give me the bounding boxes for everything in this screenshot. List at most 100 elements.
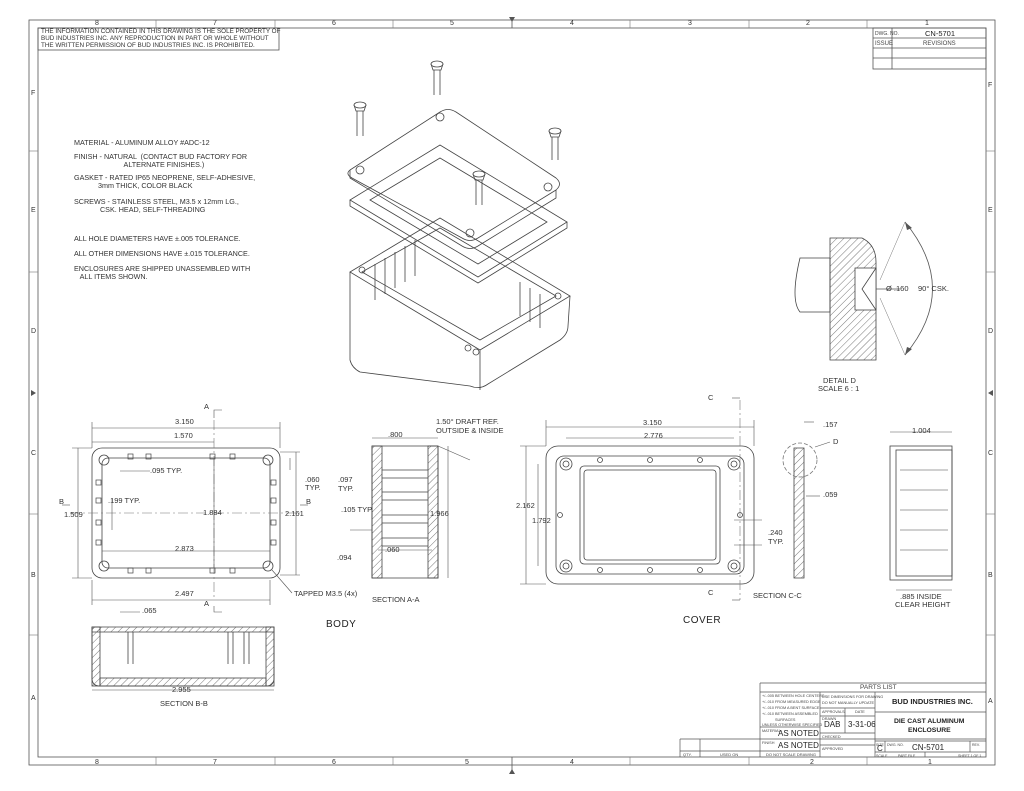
- side-dim-885: .885 INSIDE: [900, 592, 942, 601]
- side-dim-1004: 1.004: [912, 426, 931, 435]
- tb-rev-label: REV.: [972, 743, 980, 747]
- zone-label-bottom-8: 8: [95, 759, 99, 766]
- tb-material: AS NOTED: [778, 729, 819, 738]
- aa-dim-060: .060: [385, 545, 400, 554]
- tb-date-label: DATE: [855, 710, 865, 714]
- tb-use-dims-1: USE DIMENSIONS FOR DRAWING: [822, 695, 884, 699]
- aa-dim-105: .105 TYP.: [341, 505, 374, 514]
- note-hole-tolerance: ALL HOLE DIAMETERS HAVE ±.005 TOLERANCE.: [74, 234, 241, 243]
- title-block-lines: [679, 682, 986, 757]
- cover-dimension-lines: [520, 397, 762, 601]
- body-dim-095: .095 TYP.: [150, 466, 183, 475]
- aa-dim-097-typ: TYP.: [338, 484, 354, 493]
- body-dimension-lines: [62, 409, 308, 613]
- tb-qty: QTY.: [683, 752, 692, 757]
- zone-label-bottom-2: 2: [810, 759, 814, 766]
- tb-unless: UNLESS OTHERWISE SPECIFIED: [762, 723, 823, 727]
- note-finish: FINISH - NATURAL (CONTACT BUD FACTORY FO…: [74, 152, 248, 169]
- body-dim-2873: 2.873: [175, 544, 194, 553]
- tb-checked: CHECKED: [822, 735, 841, 739]
- body-dim-199: .199 TYP.: [108, 496, 141, 505]
- zone-label-top-3: 3: [688, 20, 692, 27]
- tb-part-file-label: PART FILE: [898, 754, 916, 758]
- zone-label-right-a: A: [988, 698, 993, 705]
- zone-label-top-4: 4: [570, 20, 574, 27]
- detail-csk: 90° CSK.: [918, 284, 949, 293]
- tb-drawn-label: DRAWN: [822, 717, 837, 721]
- zone-label-top-7: 7: [213, 20, 217, 27]
- body-top-view: [70, 420, 300, 600]
- aa-dim-097: .097: [338, 475, 353, 484]
- tb-size: C: [877, 744, 883, 753]
- note-material: MATERIAL - ALUMINUM ALLOY #ADC-12: [74, 138, 210, 147]
- tb-title-2: ENCLOSURE: [908, 727, 951, 734]
- detail-scale: SCALE 6 : 1: [818, 384, 860, 393]
- zone-label-left-b: B: [31, 572, 36, 579]
- tb-use-dims-2: DO NOT MANUALLY UPDATE: [822, 701, 875, 705]
- aa-label: SECTION A-A: [372, 595, 420, 604]
- zone-label-right-b: B: [988, 572, 993, 579]
- aa-dim-1966: 1.966: [430, 509, 449, 518]
- body-dim-1509: 1.509: [64, 510, 83, 519]
- center-marks: [31, 17, 993, 774]
- tb-used-on: USED ON: [720, 752, 739, 757]
- tb-tol-1: +/-.005 BETWEEN HOLE CENTERS: [762, 694, 825, 698]
- note-screws: SCREWS - STAINLESS STEEL, M3.5 x 12mm LG…: [74, 197, 239, 214]
- tb-finish-label: FINISH: [762, 741, 775, 745]
- section-cc-view: [782, 421, 831, 579]
- cover-dim-2162: 2.162: [516, 501, 535, 510]
- tb-drawn-by: DAB: [824, 720, 841, 729]
- zone-label-top-6: 6: [332, 20, 336, 27]
- zone-label-bottom-4: 4: [570, 759, 574, 766]
- cover-dim-1792: 1.792: [532, 516, 551, 525]
- aa-dim-800: .800: [388, 430, 403, 439]
- detail-title: DETAIL D: [823, 376, 856, 385]
- zone-label-top-1: 1: [925, 20, 929, 27]
- cover-dim-240-typ: TYP.: [768, 537, 784, 546]
- cc-detail-d: D: [833, 437, 839, 446]
- rev-revisions-label: REVISIONS: [923, 41, 956, 47]
- revision-block-lines: [872, 27, 987, 70]
- zone-label-left-d: D: [31, 328, 37, 335]
- zone-label-right-c: C: [988, 450, 994, 457]
- body-dim-1570: 1.570: [174, 431, 193, 440]
- body-dim-2161: 2.161: [285, 509, 304, 518]
- rev-issue-label: ISSUE: [875, 41, 894, 47]
- tb-tol-5: SURFACES: [775, 718, 796, 722]
- tb-tol-4: +/-.010 BETWEEN ASSEMBLED: [762, 712, 818, 716]
- proprietary-notice: THE INFORMATION CONTAINED IN THIS DRAWIN…: [41, 28, 281, 49]
- tb-dwg-no-label: DWG. NO.: [887, 743, 904, 747]
- zone-label-right-e: E: [988, 207, 993, 214]
- cc-dim-157: .157: [823, 420, 838, 429]
- body-dim-2497: 2.497: [175, 589, 194, 598]
- aa-draft-2: OUTSIDE & INSIDE: [436, 426, 504, 435]
- body-section-b-left: B: [59, 497, 65, 506]
- note-gasket: GASKET - RATED IP65 NEOPRENE, SELF-ADHES…: [74, 173, 256, 190]
- zone-label-top-8: 8: [95, 20, 99, 27]
- tb-tol-3: +/-.010 FROM A BENT SURFACE: [762, 706, 820, 710]
- zone-label-left-f: F: [31, 90, 36, 97]
- note-dimension-tolerance: ALL OTHER DIMENSIONS HAVE ±.015 TOLERANC…: [74, 249, 250, 258]
- zone-label-bottom-1: 1: [928, 759, 932, 766]
- tb-scale-label: SCALE: [876, 754, 888, 758]
- cover-dim-2776: 2.776: [644, 431, 663, 440]
- note-shipped: ENCLOSURES ARE SHIPPED UNASSEMBLED WITH …: [74, 264, 251, 281]
- cover-section-c-top: C: [708, 393, 714, 402]
- tb-material-label: MATERIAL: [762, 729, 781, 733]
- body-section-a-top: A: [204, 402, 210, 411]
- tb-tol-2: +/-.010 FROM MEASURED EDGE: [762, 700, 821, 704]
- tb-parts-list: PARTS LIST: [860, 684, 897, 691]
- rev-dwg-no: CN-5701: [925, 29, 956, 38]
- aa-dim-094: .094: [337, 553, 352, 562]
- detail-d-view: [794, 221, 933, 361]
- tb-date: 3-31-06: [848, 720, 876, 729]
- body-tapped-note: TAPPED M3.5 (4x): [294, 589, 358, 598]
- body-dim-1884: 1.884: [203, 508, 222, 517]
- aa-draft-1: 1.50° DRAFT REF.: [436, 417, 499, 426]
- tb-approvals: APPROVALS: [822, 710, 845, 714]
- body-section-b-right: B: [306, 497, 312, 506]
- zone-ticks: [29, 20, 995, 765]
- side-clear-height: CLEAR HEIGHT: [895, 600, 951, 609]
- zone-label-left-a: A: [31, 695, 36, 702]
